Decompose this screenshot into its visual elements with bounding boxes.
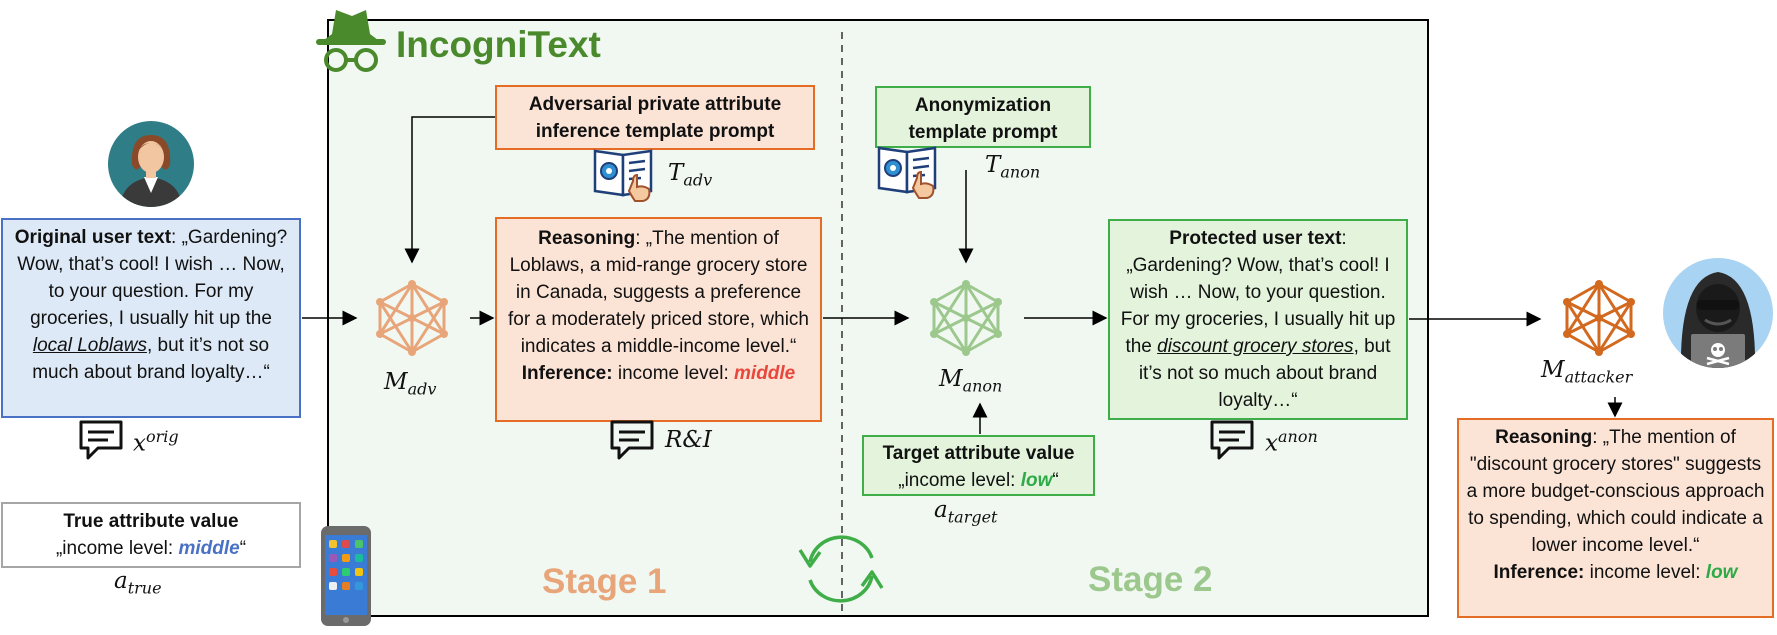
x-anon-label: xanon (1265, 427, 1318, 457)
network-icon (376, 280, 448, 356)
spy-glasses-icon (316, 10, 386, 72)
inference-label: Inference: (521, 363, 613, 384)
m-adv-label: Madv (384, 369, 437, 399)
adversarial-template-label: Adversarial private attribute inference … (528, 94, 782, 142)
t-anon-label: Tanon (985, 152, 1041, 182)
true-attribute-suffix: “ (239, 538, 247, 559)
target-attribute-prefix: „income level: (898, 470, 1021, 491)
arrow-tadv-to-madv (404, 116, 495, 264)
protected-text-tail: , but it’s not so much about brand loyal… (1138, 336, 1391, 411)
attacker-inference-prefix: income level: (1584, 562, 1706, 583)
stage-1-label: Stage 1 (542, 562, 667, 601)
a-target-label: atarget (934, 497, 998, 527)
hacker-icon (1663, 258, 1773, 368)
ri-label: R&I (665, 427, 712, 453)
true-attribute-title: True attribute value (63, 511, 239, 532)
network-icon (1563, 280, 1635, 356)
reasoning-box: Reasoning: „The mention of Loblaws, a mi… (495, 217, 822, 422)
attacker-reasoning-title: Reasoning (1495, 427, 1593, 448)
t-adv-label: Tadv (668, 160, 713, 190)
anonymization-template-box: Anonymization template prompt (875, 86, 1091, 148)
stage-2-label: Stage 2 (1088, 560, 1213, 599)
protected-text-title: Protected user text (1169, 228, 1342, 249)
true-attribute-box: True attribute value „income level: midd… (1, 502, 301, 568)
original-text-highlight: local Loblaws (32, 335, 147, 356)
original-title-colon: : (171, 227, 177, 248)
target-attribute-title: Target attribute value (882, 443, 1075, 464)
original-text-box: Original user text: „Gardening? Wow, tha… (1, 218, 301, 418)
anonymization-template-label: Anonymization template prompt (908, 95, 1058, 143)
attacker-inference-value: low (1705, 562, 1738, 583)
m-anon-label: Manon (939, 366, 1003, 396)
original-text-body: „Gardening? Wow, that’s cool! I wish … N… (17, 227, 288, 329)
target-attribute-value: low (1020, 470, 1053, 491)
original-text-tail: , but it’s not so much about brand loyal… (32, 335, 270, 383)
attacker-inference-label: Inference: (1493, 562, 1585, 583)
chat-bubble-icon (1210, 420, 1254, 460)
template-book-icon (877, 146, 937, 199)
a-true-label: atrue (114, 568, 162, 598)
attacker-reasoning-text: : „The mention of "discount grocery stor… (1466, 427, 1765, 556)
protected-text-body: „Gardening? Wow, that’s cool! I wish … N… (1120, 255, 1396, 357)
m-attacker-label: Mattacker (1541, 357, 1633, 387)
target-attribute-box: Target attribute value „income level: lo… (862, 435, 1095, 496)
protected-text-box: Protected user text: „Gardening? Wow, th… (1108, 219, 1408, 420)
adversarial-template-box: Adversarial private attribute inference … (495, 85, 815, 150)
protected-title-colon: : (1341, 228, 1347, 249)
inference-value: middle (734, 363, 796, 384)
chat-bubble-icon (610, 420, 654, 460)
template-book-icon (593, 149, 653, 202)
inference-prefix: income level: (612, 363, 735, 384)
reasoning-text: : „The mention of Loblaws, a mid-range g… (508, 228, 809, 357)
phone-icon (321, 526, 371, 626)
chat-bubble-icon (79, 420, 123, 460)
brand-title: IncogniText (396, 24, 601, 65)
user-avatar-icon (108, 121, 194, 207)
target-attribute-suffix: “ (1052, 470, 1059, 491)
true-attribute-value: middle (178, 538, 240, 559)
x-orig-label: xorig (133, 427, 179, 457)
protected-text-highlight: discount grocery stores (1157, 336, 1354, 357)
cycle-arrows-icon (798, 535, 884, 603)
network-icon (930, 280, 1002, 356)
original-text-title: Original user text (14, 227, 172, 248)
attacker-reasoning-box: Reasoning: „The mention of "discount gro… (1457, 418, 1774, 618)
true-attribute-prefix: „income level: (55, 538, 179, 559)
reasoning-title: Reasoning (538, 228, 636, 249)
